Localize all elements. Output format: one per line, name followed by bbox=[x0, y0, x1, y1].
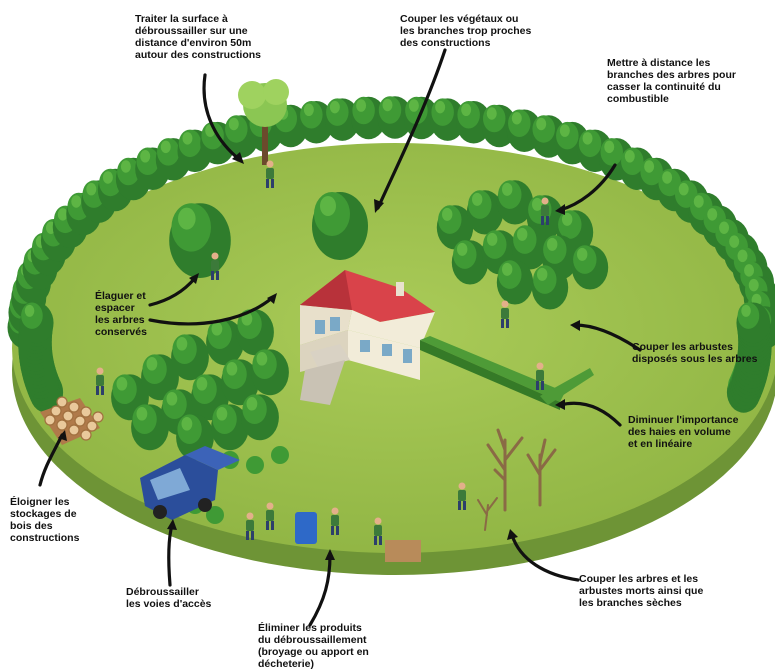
label-eliminate-products: Éliminer les produits du débroussailleme… bbox=[258, 622, 369, 670]
ring-tree bbox=[324, 98, 360, 141]
arrow-cut-dead bbox=[510, 533, 580, 582]
ring-tree bbox=[456, 101, 492, 144]
front-tree bbox=[206, 319, 244, 366]
log bbox=[56, 396, 68, 408]
grove-tree bbox=[571, 245, 609, 290]
arrow-prune-b bbox=[148, 296, 274, 326]
log bbox=[68, 424, 80, 436]
grove-tree bbox=[511, 225, 549, 270]
grove-tree bbox=[451, 240, 489, 285]
log bbox=[44, 414, 56, 426]
label-cut-shrubs: Couper les arbustes disposés sous les ar… bbox=[632, 341, 758, 365]
ring-tree bbox=[298, 101, 334, 144]
front-tree bbox=[131, 404, 169, 451]
log bbox=[62, 410, 74, 422]
worker-figure bbox=[331, 507, 339, 535]
ring-tree bbox=[430, 98, 466, 141]
log bbox=[80, 406, 92, 418]
label-prune-space: Élaguer et espacer les arbres conservés bbox=[95, 290, 147, 338]
grove-tree bbox=[436, 205, 474, 250]
front-tree bbox=[221, 359, 259, 406]
arrow-clear-access bbox=[167, 523, 174, 587]
worker-figure bbox=[266, 160, 274, 188]
ring-tree bbox=[377, 96, 413, 139]
label-move-wood: Éloigner les stockages de bois des const… bbox=[10, 496, 80, 544]
label-clear-access: Débroussailler les voies d'accès bbox=[126, 586, 212, 610]
arrow-reduce-hedges bbox=[558, 401, 622, 427]
worker-figure bbox=[541, 197, 549, 225]
worker-figure bbox=[211, 252, 219, 280]
label-treat-surface: Traiter la surface à débroussailler sur … bbox=[135, 13, 262, 61]
front-tree bbox=[251, 349, 289, 396]
ring-tree bbox=[736, 302, 771, 344]
log bbox=[80, 429, 92, 441]
shrub bbox=[206, 506, 224, 524]
grove-tree bbox=[496, 180, 534, 225]
label-cut-vegetation: Couper les végétaux ou les branches trop… bbox=[400, 13, 532, 49]
hedge bbox=[420, 336, 594, 410]
arrow-heads bbox=[58, 152, 580, 560]
dead-trees bbox=[477, 428, 557, 531]
arrow-move-wood bbox=[38, 433, 64, 487]
arrow-cut-vegetation bbox=[376, 48, 447, 210]
worker-figure bbox=[536, 362, 544, 390]
label-reduce-hedges: Diminuer l'importance des haies en volum… bbox=[628, 414, 739, 450]
label-distance-branches: Mettre à distance les branches des arbre… bbox=[607, 57, 736, 105]
shrub bbox=[271, 446, 289, 464]
front-tree bbox=[211, 404, 249, 451]
ring-tree bbox=[351, 96, 387, 140]
log bbox=[92, 411, 104, 423]
front-tree bbox=[236, 309, 274, 356]
ring-tree bbox=[19, 302, 54, 344]
conserved-tree bbox=[169, 203, 231, 278]
grove-tree bbox=[466, 190, 504, 235]
worker-figure bbox=[96, 367, 104, 395]
worker-figure bbox=[374, 517, 382, 545]
house bbox=[300, 270, 435, 405]
worker-figure bbox=[246, 512, 254, 540]
label-cut-dead: Couper les arbres et les arbustes morts … bbox=[579, 573, 704, 609]
log bbox=[86, 420, 98, 432]
arrow-distance-branches bbox=[558, 163, 617, 212]
front-tree bbox=[111, 374, 149, 421]
grove-tree bbox=[531, 265, 569, 310]
worker-figure bbox=[458, 482, 466, 510]
log bbox=[68, 401, 80, 413]
arrow-eliminate bbox=[308, 553, 332, 627]
worker-figure bbox=[266, 502, 274, 530]
log bbox=[50, 405, 62, 417]
log bbox=[74, 415, 86, 427]
shrub bbox=[246, 456, 264, 474]
front-tree bbox=[171, 334, 209, 381]
forest-ring bbox=[7, 96, 775, 413]
conserved-tree bbox=[312, 192, 368, 260]
grove-tree bbox=[496, 260, 534, 305]
wood-pile bbox=[40, 396, 104, 445]
front-tree bbox=[141, 354, 179, 401]
workers bbox=[96, 160, 549, 562]
pickup-truck bbox=[140, 446, 240, 520]
log bbox=[56, 419, 68, 431]
pruned-tree-top bbox=[238, 79, 289, 165]
worker-figure bbox=[501, 300, 509, 328]
front-tree bbox=[241, 394, 279, 441]
arrow-treat-surface bbox=[202, 73, 242, 162]
arrow-prune-a bbox=[148, 276, 197, 307]
